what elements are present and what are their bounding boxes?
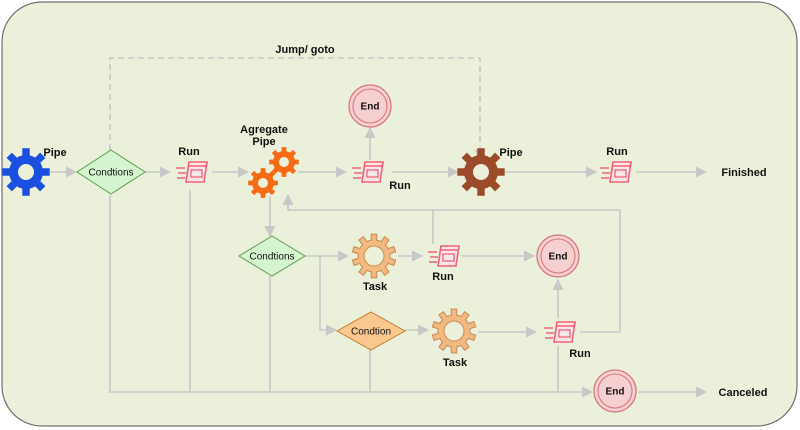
run-5-label: Run [569,348,591,360]
canceled-label: Canceled [719,387,768,399]
run-2-label: Run [389,180,411,192]
scroll-window [614,169,627,178]
end-node-top[interactable]: End [348,84,392,128]
end-node-bottom[interactable]: End [593,369,637,413]
scroll-body [185,161,208,183]
pipe-start-label: Pipe [43,147,66,159]
run-scroll-icon [600,161,632,183]
scroll-window [558,329,571,338]
pipe-mid-node[interactable]: Pipe [457,147,523,196]
edge-cancel-bus [109,195,594,398]
run-scroll-icon [176,161,208,183]
conditions-2-label: Condtions [249,252,294,263]
pipe-mid-label: Pipe [499,147,522,159]
gear-icon [2,148,50,196]
scroll-body [553,321,576,343]
run-node-3[interactable]: Run [600,146,632,183]
edge-jump-goto [109,57,486,162]
edge-feedback-aggregate [282,193,621,332]
aggregate-label-line2: Pipe [252,136,275,148]
gear-icon [457,148,505,196]
end-mid-label: End [549,252,568,263]
end-circle-icon [593,369,637,413]
finished-label: Finished [721,167,766,179]
diamond-shape [238,235,306,277]
gear-outline-icon [351,233,397,279]
run-scroll-icon [352,161,384,183]
gear-shape [2,148,50,196]
run-3-label: Run [606,146,628,158]
task-node-1[interactable]: Task [351,233,397,293]
gear-icon [248,168,278,198]
run-node-4[interactable]: Run [428,245,460,283]
gear-shape [248,168,278,198]
end-circle-icon [348,84,392,128]
scroll-body [437,245,460,267]
end-node-mid[interactable]: End [536,234,580,278]
aggregate-pipe-node[interactable]: Agregate Pipe [240,124,299,198]
diamond-shape [335,311,407,351]
task-node-2[interactable]: Task [431,308,477,369]
conditions-1-label: Condtions [88,168,133,179]
end-bottom-label: End [606,387,625,398]
conditions-node-1[interactable]: Condtions [76,149,146,195]
end-circle-inner [540,238,576,274]
task-1-label: Task [363,281,388,293]
end-circle-icon [536,234,580,278]
gear-shape [269,147,299,177]
diamond-shape [76,149,146,195]
gear-shape [431,308,477,354]
end-top-label: End [361,102,380,113]
aggregate-label-line1: Agregate [240,124,288,136]
task-2-label: Task [443,357,468,369]
run-1-label: Run [178,146,200,158]
run-scroll-icon [544,321,576,343]
gear-icon [269,147,299,177]
gear-outline-icon [431,308,477,354]
run-node-2[interactable]: Run [352,161,411,192]
condition-node-3[interactable]: Condtion [335,311,407,351]
run-4-label: Run [432,271,454,283]
scroll-window [366,169,379,178]
gear-shape [351,233,397,279]
edge-conditions2-condition3 [319,256,338,336]
run-node-1[interactable]: Run [176,146,208,183]
scroll-body [609,161,632,183]
scroll-window [442,253,455,262]
end-circle-inner [597,373,633,409]
condition-3-label: Condtion [351,327,391,338]
end-circle-inner [352,88,388,124]
gear-shape [457,148,505,196]
pipe-start-node[interactable]: Pipe [2,147,67,196]
edges [50,57,708,398]
run-scroll-icon [428,245,460,267]
jump-goto-label: Jump/ goto [275,44,335,56]
scroll-body [361,161,384,183]
conditions-node-2[interactable]: Condtions [238,235,306,277]
run-node-5[interactable]: Run [544,321,591,360]
scroll-window [190,169,203,178]
